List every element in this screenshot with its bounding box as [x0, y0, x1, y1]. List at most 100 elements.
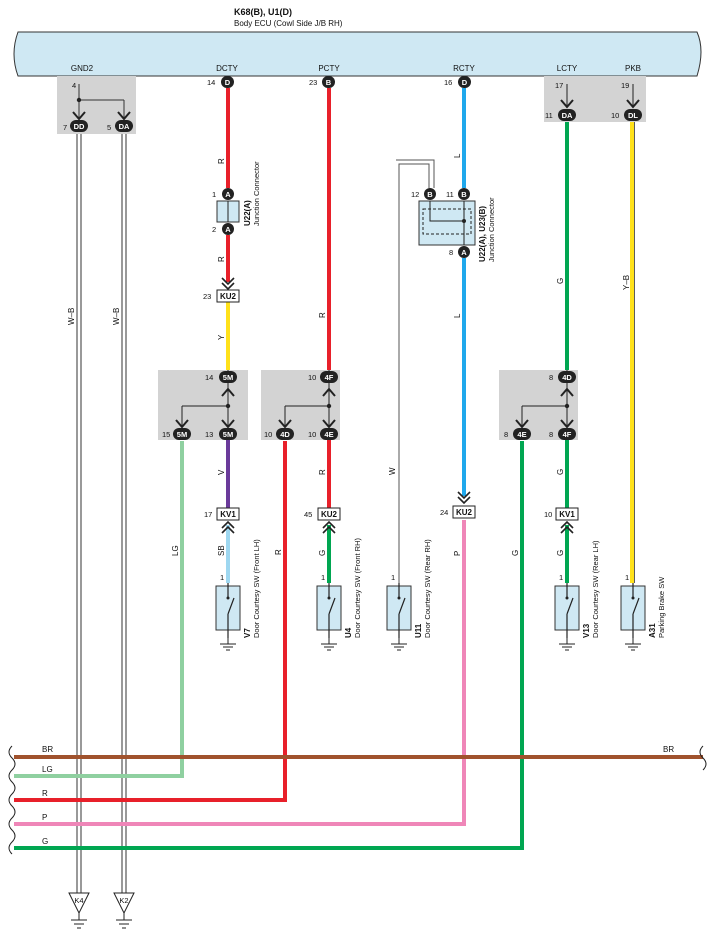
lcty-arrow-down	[560, 99, 574, 109]
u23-splice	[462, 219, 466, 223]
a31-desc: Parking Brake SW	[657, 576, 666, 638]
ground-k4-triangle	[68, 892, 90, 915]
a31-switch-symbol	[632, 583, 640, 638]
u23-pin-11-label: B	[461, 190, 467, 199]
bus-label-g: G	[42, 837, 48, 846]
j-5m-label-15: 5M	[177, 430, 187, 439]
kv1-pin-10: 10	[544, 510, 552, 519]
j-5m-oval-15	[173, 428, 191, 440]
u23-pin-8: 8	[449, 248, 453, 257]
v13-switch-dot	[565, 596, 569, 600]
terminal-gnd2: GND2	[71, 64, 94, 73]
wire-label-rcty-p: P	[453, 551, 462, 556]
gnd2-arrow-da	[117, 111, 131, 121]
u22-pin-1-oval	[222, 188, 234, 200]
pkb-wires	[630, 84, 635, 583]
wire-label-pcty-r3: R	[274, 549, 283, 555]
j-lcty-arrow-4f	[560, 419, 574, 429]
gnd2-pin-7: 7	[63, 123, 67, 132]
pcty-pin-b	[322, 76, 335, 88]
rcty-wires	[14, 88, 466, 826]
j-dcty-arrow-13	[221, 419, 235, 429]
wire-label-pcty-g: G	[318, 550, 327, 556]
terminal-pkb: PKB	[625, 64, 641, 73]
lcty-pin-11: 11	[545, 111, 553, 120]
j-pin-8a: 8	[549, 373, 553, 382]
j-4f-oval-10	[320, 371, 338, 383]
u23-pin-12-label: B	[427, 190, 433, 199]
kv1-label-dcty: KV1	[220, 510, 236, 519]
v13-label: V13	[582, 623, 591, 638]
u22-label: U22(A)	[243, 200, 252, 226]
v7-switch-dot	[226, 596, 230, 600]
u22-pin-2: 2	[212, 225, 216, 234]
terminal-pcty: PCTY	[318, 64, 340, 73]
pkb-pin-dl-label: DL	[628, 111, 638, 120]
rcty-pin-d-label: D	[462, 78, 468, 87]
gnd2-pin-4: 4	[72, 81, 76, 90]
a31-ground-icon	[625, 638, 641, 651]
pkb-pin-10: 10	[611, 111, 619, 120]
ku2-label-rcty: KU2	[456, 508, 473, 517]
u23-pin-12: 12	[411, 190, 419, 199]
ground-k2-label: K2	[119, 896, 128, 905]
bus-right-break	[699, 745, 707, 771]
bus-label-lg: LG	[42, 765, 53, 774]
j-4f-label-10: 4F	[325, 373, 334, 382]
ground-k2-icon	[116, 913, 132, 929]
j-dcty-arrow-up	[221, 387, 235, 397]
kv1-arrow-lcty	[560, 520, 574, 534]
wire-label-pkb-yb: Y–B	[622, 275, 631, 290]
wire-label-lcty-g4: G	[556, 550, 565, 556]
gnd2-pin-dd-label: DD	[74, 122, 85, 131]
kv1-box-lcty	[555, 507, 579, 521]
bus-left-break	[8, 745, 16, 855]
j-pin-8c: 8	[549, 430, 553, 439]
pcty-wires	[14, 88, 331, 802]
ku2-box-rcty	[452, 505, 476, 519]
j-pin-14: 14	[205, 373, 213, 382]
kv1-arrow-dcty	[221, 520, 235, 534]
pkb-arrow-down	[626, 99, 640, 109]
j-4d-oval-r	[558, 371, 576, 383]
j-5m-oval-14	[219, 371, 237, 383]
ground-k2-triangle	[113, 892, 135, 915]
v7-pin-1: 1	[220, 573, 224, 582]
wire-label-pcty-r2: R	[318, 469, 327, 475]
wire-label-dcty-lg: LG	[171, 545, 180, 556]
u4-ground-icon	[321, 638, 337, 651]
j-lcty-splice	[564, 403, 570, 409]
lcty-pin-17: 17	[555, 81, 563, 90]
gnd2-arrow-dd	[72, 111, 86, 121]
ku2-arrow-pcty	[322, 520, 336, 534]
pcty-pin-b-label: B	[326, 78, 332, 87]
j-4d-label: 4D	[280, 430, 290, 439]
u22-pin-2-oval	[222, 223, 234, 235]
wire-label-wb-1: W–B	[67, 308, 76, 325]
wire-label-lcty-g3: G	[511, 550, 520, 556]
gnd2-pin-da-oval	[115, 120, 133, 132]
u11-ground-icon	[391, 638, 407, 651]
v7-switch-symbol	[227, 583, 235, 638]
j-5m-label-13: 5M	[223, 430, 233, 439]
j-pcty-arrow-up	[322, 387, 336, 397]
bus-label-r: R	[42, 789, 48, 798]
j-5m-oval-13	[219, 428, 237, 440]
u23-label: U22(A), U23(B)	[478, 206, 487, 262]
ku2-pin-24: 24	[440, 508, 448, 517]
u11-desc: Door Courtesy SW (Rear RH)	[423, 539, 432, 638]
terminal-rcty: RCTY	[453, 64, 475, 73]
j-dcty-splice	[225, 403, 231, 409]
u22-pin-1: 1	[212, 190, 216, 199]
a31-pin-1: 1	[625, 573, 629, 582]
j-pcty-splice	[326, 403, 332, 409]
j-lcty-arrow-up	[560, 387, 574, 397]
u22-pin-2-label: A	[225, 225, 231, 234]
ground-k4-label: K4	[74, 896, 83, 905]
j-4e-label-r: 4E	[517, 430, 526, 439]
u11-switch-symbol	[398, 583, 406, 638]
ecu-title: K68(B), U1(D)	[234, 7, 292, 17]
u11-switch-dot	[397, 596, 401, 600]
gnd2-splice	[76, 97, 82, 103]
j-4e-oval-r	[513, 428, 531, 440]
